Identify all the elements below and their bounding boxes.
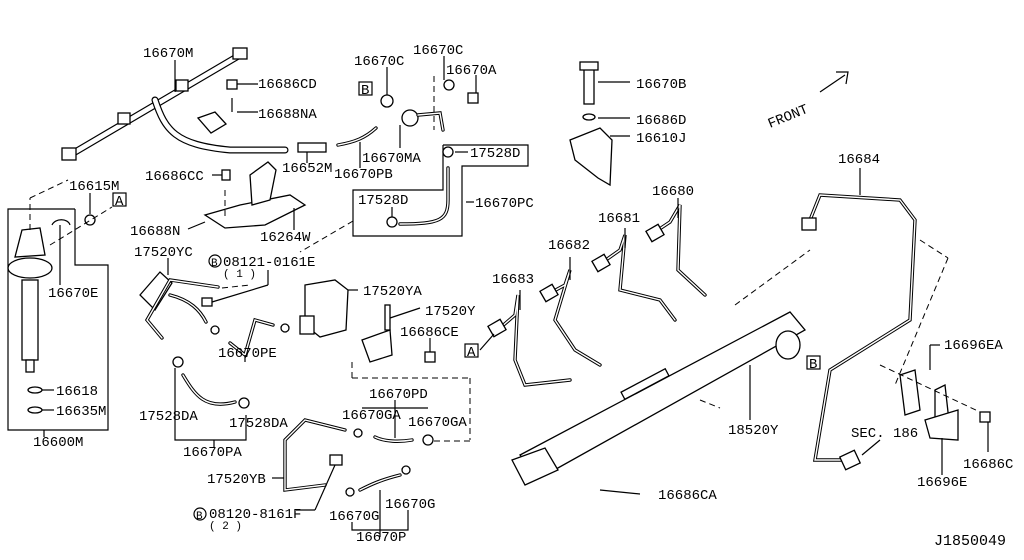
label-16681: 16681 bbox=[598, 211, 640, 227]
label-bolt-08120-8161F: 08120-8161F bbox=[209, 507, 301, 523]
label-bolt2-qty: ( 2 ) bbox=[209, 521, 242, 533]
label-bolt1-qty: ( 1 ) bbox=[223, 269, 256, 281]
injection-pipes bbox=[479, 168, 949, 471]
label-16683: 16683 bbox=[492, 272, 534, 288]
label-16618: 16618 bbox=[56, 384, 98, 400]
diagram-id: J1850049 bbox=[934, 533, 1006, 550]
label-16670PE: 16670PE bbox=[218, 346, 277, 362]
tube-17520Y bbox=[351, 304, 471, 440]
label-16670P: 16670P bbox=[356, 530, 406, 546]
label-17520YC: 17520YC bbox=[134, 245, 193, 261]
injector-assembly-16600M bbox=[7, 179, 113, 437]
label-16670A: 16670A bbox=[446, 63, 497, 79]
hose-16670P bbox=[345, 465, 411, 537]
label-17528D: 17528D bbox=[470, 146, 520, 162]
label-front: FRONT bbox=[766, 102, 811, 133]
sensor-16610J bbox=[569, 61, 630, 187]
label-16264W: 16264W bbox=[260, 230, 311, 246]
label-18520Y: 18520Y bbox=[728, 423, 779, 439]
label-16696EA: 16696EA bbox=[944, 338, 1003, 354]
svg-text:A: A bbox=[115, 194, 124, 210]
label-16652M: 16652M bbox=[282, 161, 332, 177]
return-tube-17520YC bbox=[139, 258, 269, 340]
svg-text:B: B bbox=[211, 258, 218, 270]
label-16670PA: 16670PA bbox=[183, 445, 242, 461]
label-16680: 16680 bbox=[652, 184, 694, 200]
part-labels: 16670M 16686CD 16688NA 16670C 16670C 166… bbox=[33, 43, 1013, 550]
hose-16670PE bbox=[210, 317, 290, 362]
label-16670PB: 16670PB bbox=[334, 167, 393, 183]
label-16686CD: 16686CD bbox=[258, 77, 317, 93]
label-17520YA: 17520YA bbox=[363, 284, 422, 300]
svg-text:B: B bbox=[196, 511, 203, 523]
label-17528DA: 17528DA bbox=[139, 409, 198, 425]
label-16670PD: 16670PD bbox=[369, 387, 428, 403]
bracket-17520YA bbox=[299, 279, 358, 338]
label-16670GA: 16670GA bbox=[342, 408, 401, 424]
svg-text:B: B bbox=[809, 357, 817, 373]
marker-b-rail: B bbox=[806, 355, 821, 373]
bracket-16264W bbox=[187, 161, 307, 230]
clip-bracket-16688NA bbox=[196, 79, 258, 134]
label-16682: 16682 bbox=[548, 238, 590, 254]
hose-box-16670PC bbox=[299, 144, 529, 253]
label-16670E: 16670E bbox=[48, 286, 98, 302]
label-16600M: 16600M bbox=[33, 435, 83, 451]
label-17528D: 17528D bbox=[358, 193, 408, 209]
label-17528DA: 17528DA bbox=[229, 416, 288, 432]
marker-a-pipe: A bbox=[464, 343, 479, 361]
label-16670G: 16670G bbox=[385, 497, 435, 513]
label-17520YB: 17520YB bbox=[207, 472, 266, 488]
label-16686CA: 16686CA bbox=[658, 488, 717, 504]
circled-b-icon: B B bbox=[193, 254, 222, 523]
label-16684: 16684 bbox=[838, 152, 880, 168]
label-16670PC: 16670PC bbox=[475, 196, 534, 212]
label-16670M: 16670M bbox=[143, 46, 193, 62]
leak-off-gallery-16670M bbox=[61, 47, 289, 161]
tube-17520YB bbox=[272, 418, 347, 511]
label-16670C: 16670C bbox=[354, 54, 404, 70]
label-16688N: 16688N bbox=[130, 224, 180, 240]
label-16615M: 16615M bbox=[69, 179, 119, 195]
brackets-16696E bbox=[861, 344, 991, 475]
label-sec-186: SEC. 186 bbox=[851, 426, 918, 442]
label-16670MA: 16670MA bbox=[362, 151, 421, 167]
label-16686D: 16686D bbox=[636, 113, 686, 129]
svg-text:A: A bbox=[467, 345, 476, 361]
banjo-16670MA bbox=[380, 56, 479, 148]
label-17520Y: 17520Y bbox=[425, 304, 476, 320]
label-16610J: 16610J bbox=[636, 131, 686, 147]
front-arrow-icon bbox=[819, 71, 849, 93]
label-16686C: 16686C bbox=[963, 457, 1013, 473]
label-bolt-08121-0161E: 08121-0161E bbox=[223, 255, 315, 271]
label-16696E: 16696E bbox=[917, 475, 967, 491]
label-16688NA: 16688NA bbox=[258, 107, 317, 123]
label-16635M: 16635M bbox=[56, 404, 106, 420]
svg-text:B: B bbox=[361, 83, 369, 99]
hose-16670PA bbox=[172, 356, 250, 447]
marker-b-banjo: B bbox=[358, 81, 373, 99]
label-16670B: 16670B bbox=[636, 77, 686, 93]
label-16686CC: 16686CC bbox=[145, 169, 204, 185]
hose-16670PD bbox=[353, 400, 470, 446]
connector-16652M bbox=[297, 126, 378, 168]
marker-a-injector: A bbox=[112, 192, 127, 210]
label-16670G: 16670G bbox=[329, 509, 379, 525]
label-16670C: 16670C bbox=[413, 43, 463, 59]
label-16670GA: 16670GA bbox=[408, 415, 467, 431]
label-16686CE: 16686CE bbox=[400, 325, 459, 341]
fuel-rail-18520Y bbox=[511, 311, 807, 495]
